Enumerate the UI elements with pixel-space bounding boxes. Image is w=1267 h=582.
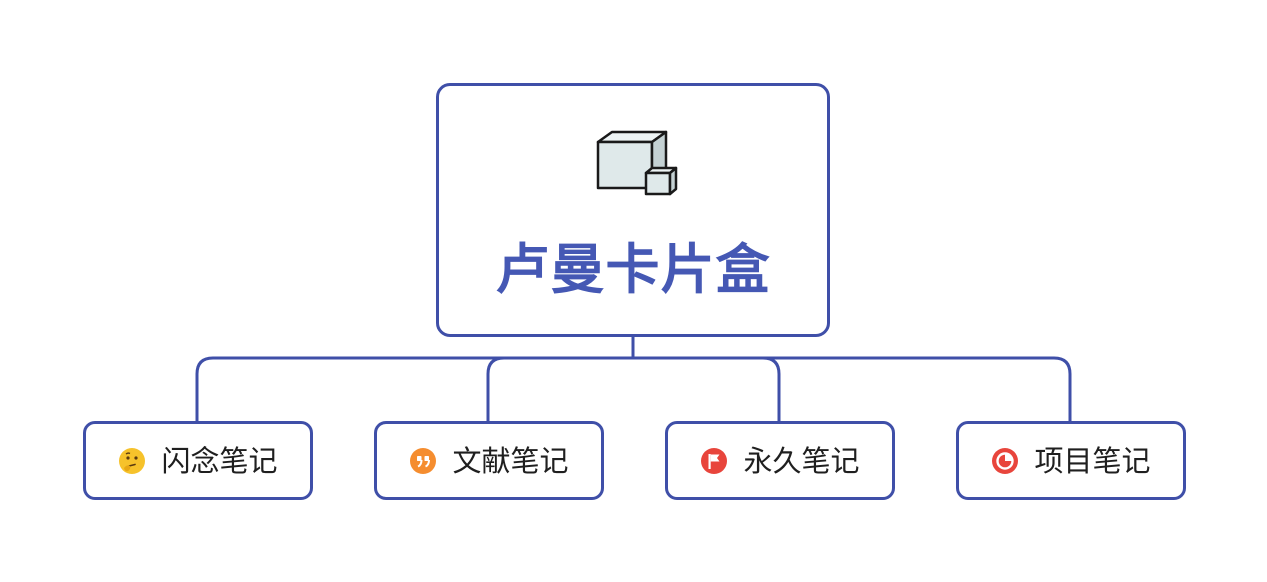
node-permanent-notes[interactable]: 永久笔记 <box>665 421 895 500</box>
connector-bus <box>195 356 1072 421</box>
node-label: 文献笔记 <box>452 443 569 478</box>
quote-icon <box>410 447 437 474</box>
node-literature-notes[interactable]: 文献笔记 <box>374 421 604 500</box>
root-node[interactable]: 卢曼卡片盒 <box>436 83 830 337</box>
connector-branch-2 <box>486 356 505 421</box>
pie-chart-icon <box>992 447 1019 474</box>
node-label: 闪念笔记 <box>161 443 278 478</box>
node-fleeting-notes[interactable]: 闪念笔记 <box>83 421 313 500</box>
flag-icon <box>701 447 728 474</box>
connector-branch-3 <box>762 356 781 421</box>
node-label: 项目笔记 <box>1034 443 1151 478</box>
root-title: 卢曼卡片盒 <box>495 238 771 301</box>
node-label: 永久笔记 <box>743 443 860 478</box>
thinking-face-icon <box>119 447 146 474</box>
cube-icon <box>596 130 678 196</box>
node-project-notes[interactable]: 项目笔记 <box>956 421 1186 500</box>
